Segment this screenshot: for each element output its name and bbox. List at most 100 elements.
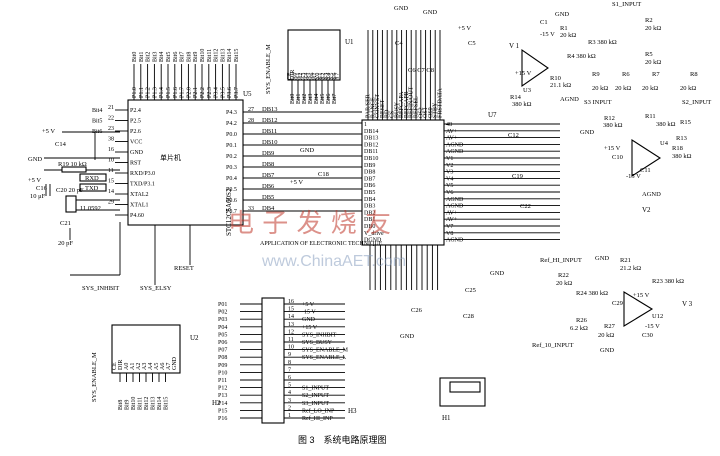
mcu-right-db: DB5 — [262, 194, 274, 201]
r9-label: R9 — [592, 71, 600, 78]
u2-bit: Bit9 — [125, 400, 131, 410]
r13-label: R13 — [676, 135, 687, 142]
c4-label: C4 — [395, 40, 403, 47]
adc-top-pin: OS0 — [428, 107, 434, 118]
u1-bit: Bit7 — [332, 94, 338, 104]
p15-b: +15 V — [604, 145, 621, 152]
gnd-c26-label: GND — [400, 333, 414, 340]
txd-label: TXD — [85, 185, 99, 192]
mcu-left-name: P2.5 — [130, 119, 141, 125]
mcu-left-num: 22 — [108, 116, 114, 122]
mcu-right-db: DB7 — [262, 172, 275, 179]
adc-top-pin: CS — [390, 111, 396, 118]
adc-top-pin: REFIN/OUT — [409, 86, 415, 118]
hdr-num: 5 — [288, 383, 291, 389]
r7-value: 20 kΩ — [642, 85, 658, 92]
c19-label: C19 — [512, 173, 523, 180]
r9-value: 20 kΩ — [592, 85, 608, 92]
adc-left-pin: 1 — [364, 122, 367, 128]
adc-left-pin: DB5 — [364, 190, 375, 196]
hdr-left: P05 — [218, 332, 227, 338]
adc-right-pin: AGND — [446, 197, 464, 203]
u1-sig: Y0 — [315, 73, 321, 80]
r19-label: R19 10 kΩ — [58, 161, 87, 168]
crystal — [65, 195, 77, 213]
hdr-left: P02 — [218, 310, 227, 316]
mcu-left-name: TXD/P3.1 — [130, 182, 155, 188]
hdr-num: 6 — [288, 375, 291, 381]
adc-left-pin: DB12 — [364, 142, 378, 148]
r18-label: R18 — [672, 145, 683, 152]
u2-sig: GND — [172, 356, 178, 370]
adc-left-pin: DB14 — [364, 129, 378, 135]
hdr-sig: SYS_ENABLE_M — [302, 348, 349, 354]
hdr-sig: S3_INPUT — [302, 401, 329, 407]
mcu-top-bit: Bit15 — [234, 49, 240, 62]
u1-sig: Y3 — [323, 73, 329, 80]
adc-right-pin: V8 — [446, 231, 453, 237]
u1-bit: Bit2 — [302, 94, 308, 104]
header-body — [261, 297, 285, 424]
c28-label: C28 — [463, 313, 474, 320]
mcu-left-bit: Bit4 — [92, 108, 102, 114]
s1-input-label: S1_INPUT — [612, 1, 641, 8]
ref-lo-label: Ref_10_INPUT — [532, 342, 574, 349]
agnd-a: AGND — [560, 96, 579, 103]
u1-sig: Y2 — [321, 73, 327, 80]
adc-right-pin: AGND — [446, 142, 464, 148]
r7-label: R7 — [652, 71, 660, 78]
mcu-right-db: DB6 — [262, 183, 275, 190]
adc-left-pin: DB11 — [364, 149, 378, 155]
sys-elsy-label: SYS_ELSY — [140, 285, 172, 292]
u12-ref: U12 — [652, 313, 663, 320]
mcu-right-db: DB13 — [262, 106, 278, 113]
r21-label: R21 — [620, 257, 631, 264]
mcu-top-bit: Bit8 — [186, 52, 192, 62]
c20-label: C20 20 pF — [56, 187, 84, 194]
u2-sig: A7 — [166, 363, 172, 370]
m15-a: -15 V — [540, 31, 555, 38]
u1-buffer: U1 SYS_ENABLE_M CEDIRA0A1A2A3A4A5A6A7Y0Y… — [265, 29, 354, 104]
hdr-sig: SYS_ENABLE_L — [302, 355, 347, 361]
mcu-right-db: DB10 — [262, 139, 278, 146]
u1-bit: Bit3 — [308, 94, 314, 104]
u7-ref: U7 — [488, 111, 497, 119]
u2-bit: Bit15 — [164, 397, 170, 410]
hdr-num: 10 — [288, 345, 294, 351]
r10-value: 21.1 kΩ — [550, 82, 571, 89]
c5-label: C5 — [468, 40, 476, 47]
adc-right-pin: V1 — [446, 156, 453, 162]
u1-sig: CE — [287, 72, 293, 80]
sys-inhibit-label: SYS_INHBIT — [82, 285, 119, 292]
u1-sig: Y4 — [326, 73, 332, 80]
c25-label: C25 — [465, 287, 476, 294]
u1-sig: A4 — [304, 73, 310, 80]
r18-value: 380 kΩ — [672, 153, 692, 160]
mcu-label: 单片机 — [160, 153, 181, 162]
u4-ref: U4 — [660, 140, 669, 147]
mcu-right-name: P0.4 — [226, 176, 237, 182]
adc-top-pin: RANGE — [370, 97, 376, 118]
adc-block: U7 1DB14DB13DB12DB11DB10DB9DB8DB7DB6DB5D… — [290, 5, 560, 340]
hdr-num: 9 — [288, 352, 291, 358]
hdr-num: 15 — [288, 307, 294, 313]
mcu-top-port: P1.1 — [139, 87, 145, 98]
hdr-num: 13 — [288, 322, 294, 328]
adc-left-pin: DB4 — [364, 197, 375, 203]
watermark: 电 子 发 烧 友 APPLICATION OF ELECTRONIC TECH… — [228, 209, 406, 270]
mcu-right-name: P4.3 — [226, 110, 237, 116]
adc-right-pins: 48AV+AV+AGNDAGNDV1V2V3V4V5V6AGNDAGNDAV+A… — [444, 122, 560, 244]
r14-value: 380 kΩ — [512, 101, 532, 108]
mcu-top-bit: Bit2 — [146, 52, 152, 62]
c29-label: C29 — [612, 300, 623, 307]
mcu-top-bit: Bit6 — [173, 52, 179, 62]
hdr-left: P11 — [218, 378, 227, 384]
u1-ref: U1 — [345, 38, 354, 46]
c1-label: C1 — [540, 19, 548, 26]
r22-label: R22 — [558, 272, 569, 279]
adc-top-pin: REFCAPA — [399, 91, 405, 118]
hdr-num: 14 — [288, 314, 294, 320]
analog-top: S1_INPUT GND C1 -15 V R1 20 kΩ R2 20 kΩ … — [509, 1, 711, 214]
adc-top-pin: BUSY — [394, 101, 400, 118]
